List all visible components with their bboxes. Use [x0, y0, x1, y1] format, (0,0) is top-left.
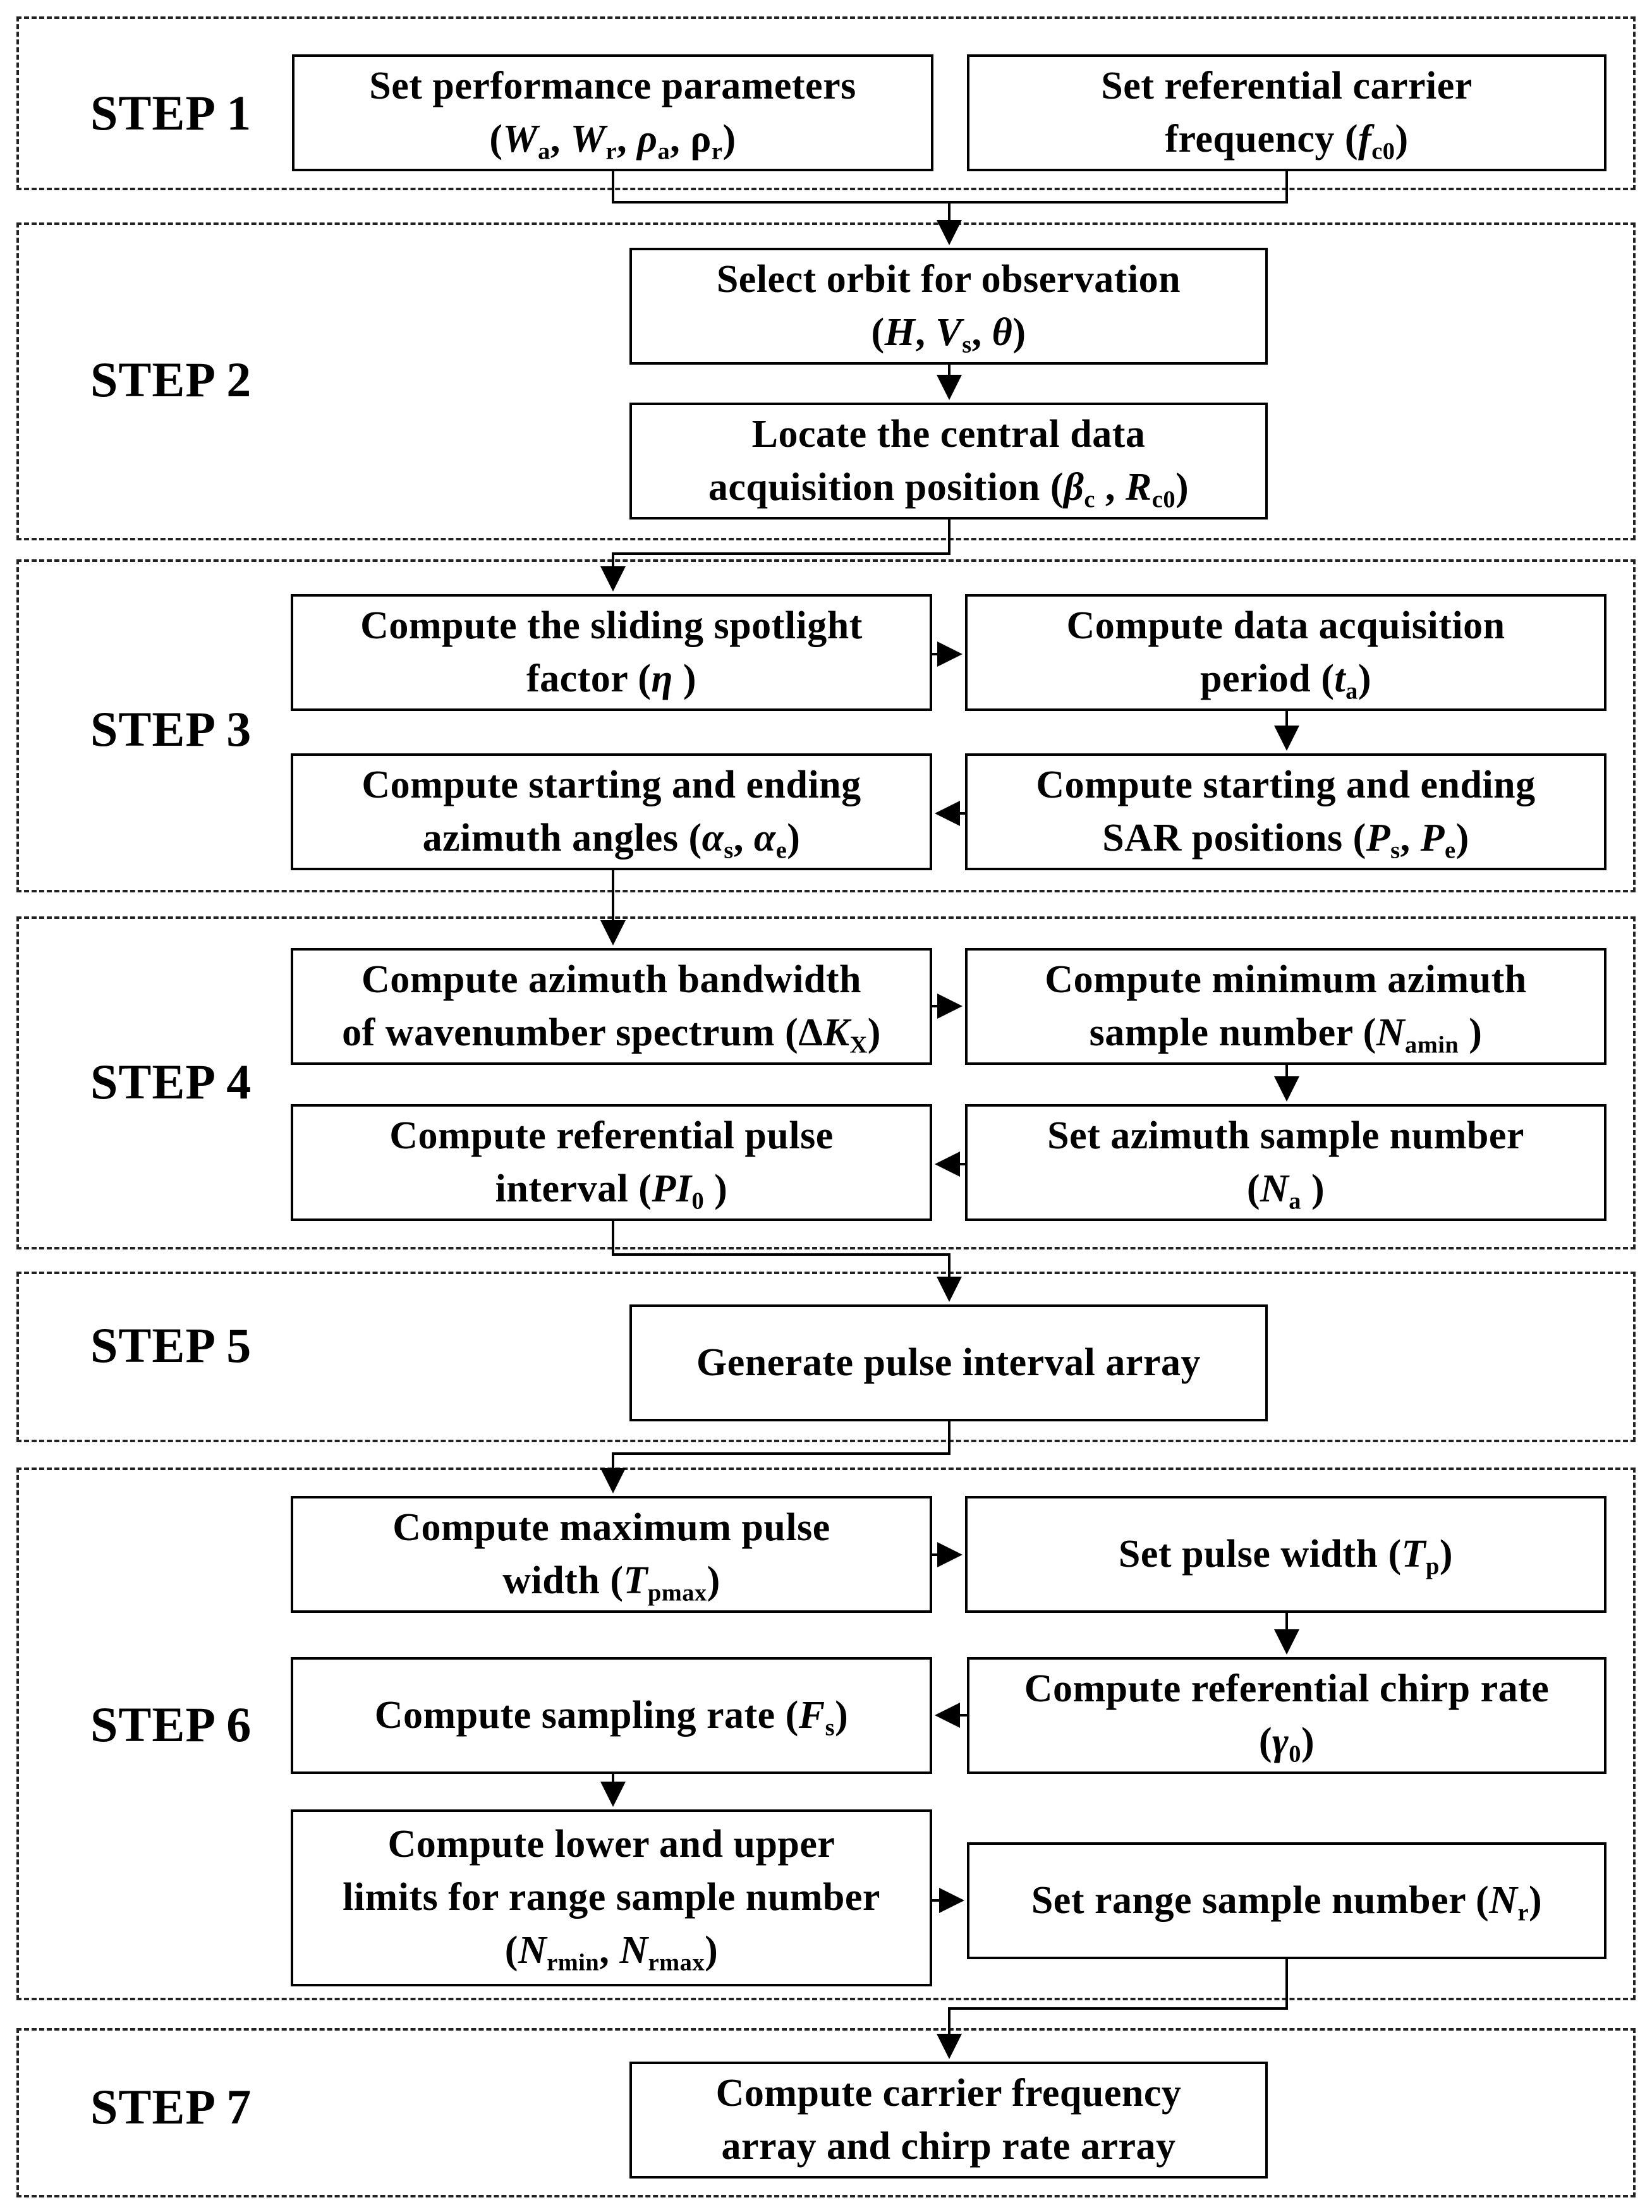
box-line-with-symbol: Set range sample number (Nr): [1031, 1878, 1543, 1926]
box-line: array and chirp rate array: [721, 2124, 1176, 2168]
set-range-sample-number-box: Set range sample number (Nr): [967, 1842, 1606, 1959]
box-line: Compute starting and ending: [361, 763, 861, 806]
step-2-label: STEP 2: [90, 352, 252, 407]
compute-referential-pulse-interval-box: Compute referential pulse interval (PI0 …: [291, 1104, 932, 1221]
box-line-with-symbol: period (ta): [1200, 657, 1371, 705]
step-5-label: STEP 5: [90, 1318, 252, 1373]
box-line: Locate the central data: [751, 412, 1146, 456]
box-line: Set performance parameters: [369, 64, 856, 107]
compute-min-azimuth-sample-number-box: Compute minimum azimuth sample number (N…: [965, 948, 1606, 1065]
compute-azimuth-bandwidth-box: Compute azimuth bandwidth of wavenumber …: [291, 948, 932, 1065]
box-line: limits for range sample number: [343, 1876, 880, 1919]
box-line-with-symbol: frequency (fc0): [1165, 117, 1409, 165]
box-line: Compute starting and ending: [1036, 763, 1536, 806]
box-line-with-symbol: SAR positions (Ps, Pe): [1102, 816, 1469, 864]
box-line-with-symbol: factor (η ): [526, 657, 697, 700]
box-line-with-symbol: Set pulse width (Tp): [1118, 1532, 1454, 1580]
connector-interval-to-generate: [612, 1221, 962, 1302]
box-line: Compute referential chirp rate: [1024, 1667, 1550, 1710]
set-azimuth-sample-number-box: Set azimuth sample number (Na ): [965, 1104, 1606, 1221]
box-line: Compute minimum azimuth: [1045, 957, 1527, 1001]
compute-sampling-rate-box: Compute sampling rate (Fs): [291, 1657, 932, 1774]
set-performance-parameters-box: Set performance parameters (Wa, Wr, ρa, …: [292, 54, 933, 171]
orbit-symbols: (H, Vs, θ): [871, 310, 1026, 358]
box-line-with-symbol: sample number (Namin ): [1089, 1011, 1483, 1059]
box-line: Compute maximum pulse: [392, 1505, 830, 1549]
chirp-rate-symbol: (γ0): [1258, 1720, 1315, 1768]
box-line: Set referential carrier: [1101, 64, 1473, 107]
step-7-panel: [16, 2028, 1636, 2197]
compute-max-pulse-width-box: Compute maximum pulse width (Tpmax): [291, 1496, 932, 1613]
compute-referential-chirp-rate-box: Compute referential chirp rate (γ0): [967, 1657, 1606, 1774]
azimuth-sample-symbol: (Na ): [1246, 1167, 1325, 1215]
step-1-panel: [16, 16, 1636, 190]
box-line: Compute carrier frequency: [715, 2071, 1182, 2115]
compute-range-sample-limits-box: Compute lower and upper limits for range…: [291, 1809, 932, 1986]
step-4-label: STEP 4: [90, 1054, 252, 1109]
box-line-with-symbol: width (Tpmax): [502, 1559, 720, 1607]
locate-central-position-box: Locate the central data acquisition posi…: [629, 403, 1268, 520]
step-6-label: STEP 6: [90, 1697, 252, 1752]
step-3-panel: [16, 559, 1636, 892]
step-1-label: STEP 1: [90, 85, 252, 140]
box-line: Compute data acquisition: [1066, 604, 1505, 647]
range-limits-symbols: (Nrmin, Nrmax): [504, 1928, 719, 1976]
compute-sliding-spotlight-factor-box: Compute the sliding spotlight factor (η …: [291, 594, 932, 711]
generate-pulse-interval-array-box: Generate pulse interval array: [629, 1304, 1268, 1421]
connector-generate-to-maxwidth: [600, 1421, 951, 1493]
box-line-with-symbol: azimuth angles (αs, αe): [422, 816, 801, 864]
performance-parameters-symbols: (Wa, Wr, ρa, ρr): [489, 117, 736, 165]
compute-azimuth-angles-box: Compute starting and ending azimuth angl…: [291, 753, 932, 870]
box-line-with-symbol: Compute sampling rate (Fs): [374, 1693, 849, 1741]
step-3-label: STEP 3: [90, 702, 252, 757]
box-line: Set azimuth sample number: [1047, 1114, 1524, 1157]
connector-step1-to-orbit: [612, 171, 1288, 243]
compute-sar-positions-box: Compute starting and ending SAR position…: [965, 753, 1606, 870]
box-line: Compute referential pulse: [389, 1114, 834, 1157]
box-line: Compute the sliding spotlight: [360, 604, 863, 647]
box-line: Compute azimuth bandwidth: [361, 957, 862, 1001]
box-line-with-symbol: of wavenumber spectrum (ΔKX): [342, 1011, 881, 1059]
step-5-panel: [16, 1272, 1636, 1442]
step-2-panel: [16, 222, 1636, 540]
connector-central-to-spotlight: [600, 520, 951, 592]
box-line-with-symbol: interval (PI0 ): [495, 1167, 728, 1215]
box-line: Compute lower and upper: [387, 1823, 835, 1866]
step-7-label: STEP 7: [90, 2079, 252, 2134]
connector-setrange-to-step7: [937, 1959, 1288, 2059]
step-6-panel: [16, 1468, 1636, 2000]
box-line: Generate pulse interval array: [696, 1340, 1201, 1384]
set-referential-carrier-frequency-box: Set referential carrier frequency (fc0): [967, 54, 1606, 171]
box-line-with-symbol: acquisition position (βc , Rc0): [708, 465, 1189, 513]
set-pulse-width-box: Set pulse width (Tp): [965, 1496, 1606, 1613]
compute-carrier-frequency-array-box: Compute carrier frequency array and chir…: [629, 2062, 1268, 2179]
step-4-panel: [16, 916, 1636, 1249]
compute-data-acquisition-period-box: Compute data acquisition period (ta): [965, 594, 1606, 711]
